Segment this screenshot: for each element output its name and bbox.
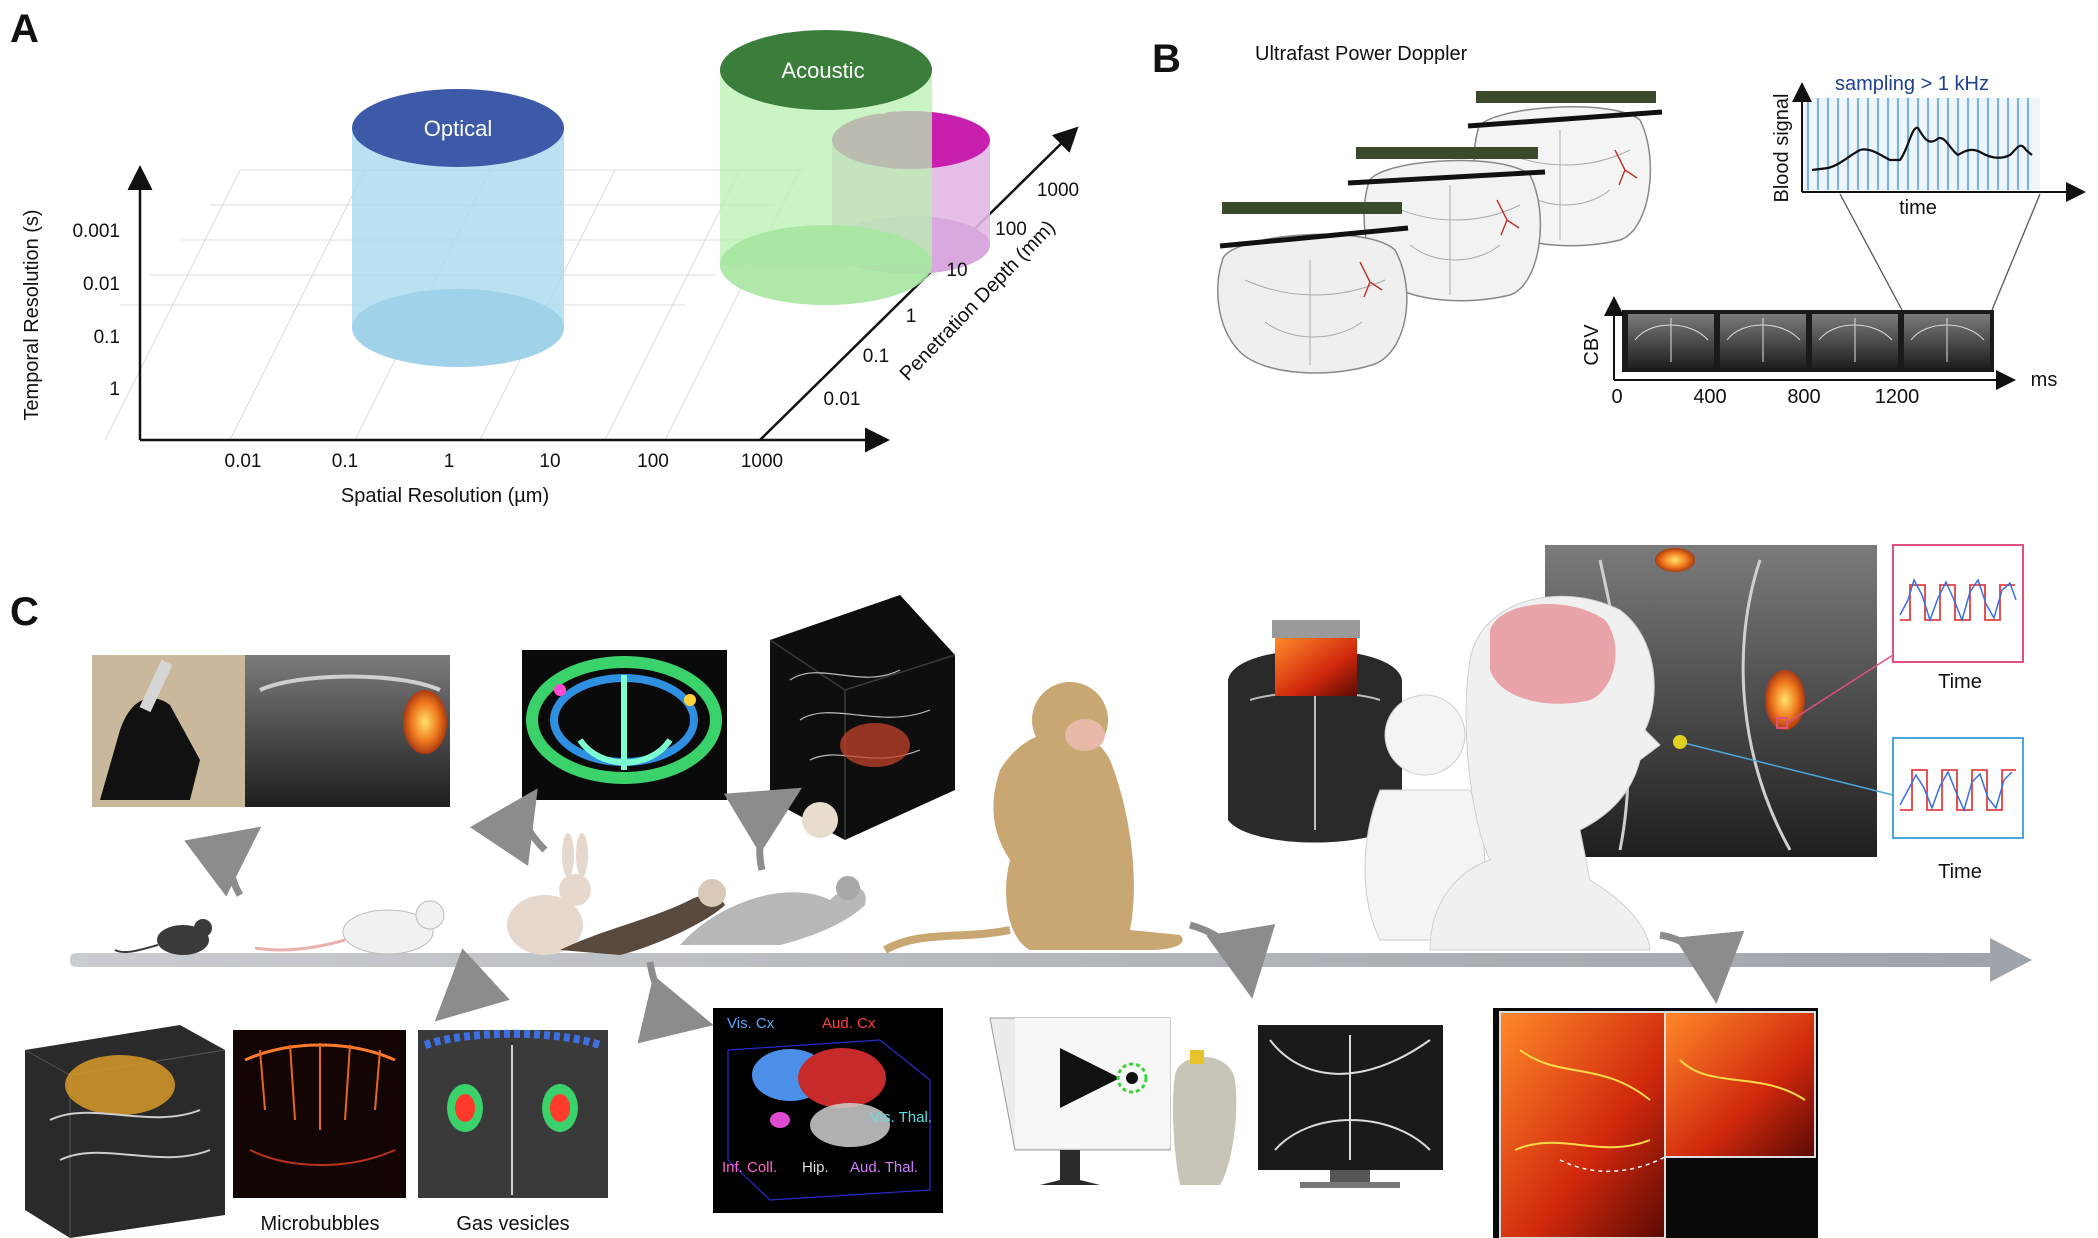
transducer-bar xyxy=(1356,147,1538,159)
z-tick: 1 xyxy=(906,306,917,327)
species-timeline-arrow xyxy=(70,938,2032,982)
microbubbles-caption: Microbubbles xyxy=(261,1213,380,1235)
x-tick: 1 xyxy=(444,451,455,472)
pigeon-3d-vasculature xyxy=(769,595,956,840)
x-tick: 10 xyxy=(539,451,560,472)
transducer-bar xyxy=(1222,202,1402,214)
mouse-imaging-photo xyxy=(92,655,450,807)
y-tick: 0.01 xyxy=(83,274,120,295)
cbv-tick: 1200 xyxy=(1875,386,1920,408)
x-tick: 1000 xyxy=(741,451,783,472)
trace-box-top xyxy=(1892,544,2024,663)
panel-a-z-ticks: 0.01 0.1 1 10 100 1000 xyxy=(824,180,1080,410)
y-tick: 0.001 xyxy=(72,221,120,242)
acoustic-label: Acoustic xyxy=(781,58,864,83)
panel-a-x-ticks: 0.01 0.1 1 10 100 1000 xyxy=(225,451,784,472)
ms-label: ms xyxy=(2031,369,2058,391)
cbv-filmstrip xyxy=(1604,296,2016,390)
region-label: Aud. Thal. xyxy=(850,1159,918,1176)
gas-vesicles-image xyxy=(418,1029,608,1198)
ferret-silhouette xyxy=(560,879,726,955)
trace-box-bottom xyxy=(1892,737,2024,839)
acoustic-cylinder xyxy=(720,30,932,305)
microbubbles-image xyxy=(233,1030,406,1198)
panel-c-letter: C xyxy=(10,590,39,634)
ferret-region-atlas xyxy=(713,1008,943,1213)
panel-a-letter: A xyxy=(10,7,39,51)
pigeon-silhouette xyxy=(680,876,866,945)
sampling-label: sampling > 1 kHz xyxy=(1835,73,1989,95)
brain-slice xyxy=(1217,202,1409,374)
z-tick: 0.1 xyxy=(863,346,889,367)
z-tick: 0.01 xyxy=(824,389,861,410)
time-label: Time xyxy=(1938,671,1982,693)
gas-vesicles-caption: Gas vesicles xyxy=(456,1213,569,1235)
x-tick: 0.1 xyxy=(332,451,358,472)
z-tick: 1000 xyxy=(1037,180,1079,201)
cbv-tick: 800 xyxy=(1787,386,1820,408)
adult-human-silhouette xyxy=(1429,595,1687,951)
z-tick: 100 xyxy=(995,219,1027,240)
region-label: Inf. Coll. xyxy=(722,1159,777,1176)
region-label: Hip. xyxy=(802,1159,829,1176)
ferret-coronal-map xyxy=(522,650,727,800)
brain-slice xyxy=(1347,147,1546,302)
cbv-axis-label: CBV xyxy=(1581,324,1603,366)
x-tick: 100 xyxy=(637,451,669,472)
acoustic-cylinder-top xyxy=(720,30,932,110)
human-vascular-images xyxy=(1493,1008,1818,1238)
cbv-tick: 0 xyxy=(1611,386,1622,408)
time-label: Time xyxy=(1938,861,1982,883)
rat-silhouette xyxy=(254,900,445,955)
x-axis-label: Spatial Resolution (µm) xyxy=(341,485,549,507)
blood-signal-axis-label: Blood signal xyxy=(1771,94,1793,203)
macaque-task-setup xyxy=(989,1017,1443,1188)
connector-arrows xyxy=(184,787,1745,1044)
transducer-bar xyxy=(1476,91,1656,103)
roi-connector xyxy=(1786,654,1894,724)
x-tick: 0.01 xyxy=(225,451,262,472)
optical-label: Optical xyxy=(424,116,492,141)
doppler-title: Ultrafast Power Doppler xyxy=(1255,43,1468,65)
region-label: Vis. Thal. xyxy=(870,1109,932,1126)
optical-cylinder-top xyxy=(352,89,564,167)
region-label: Aud. Cx xyxy=(822,1015,876,1032)
mouse-3d-volume xyxy=(24,1025,226,1238)
zoom-connector xyxy=(1839,193,1903,311)
region-label: Vis. Cx xyxy=(727,1015,775,1032)
mouse-silhouette xyxy=(114,919,212,955)
y-tick: 0.1 xyxy=(94,327,120,348)
z-tick: 10 xyxy=(946,260,967,281)
y-axis-label: Temporal Resolution (s) xyxy=(21,209,43,420)
optical-cylinder xyxy=(352,89,564,367)
blood-signal-plot xyxy=(1792,82,2086,202)
panel-a-y-ticks: 0.001 0.01 0.1 1 xyxy=(72,221,120,400)
y-tick: 1 xyxy=(109,379,120,400)
cbv-tick: 400 xyxy=(1693,386,1726,408)
roi-connector xyxy=(1679,741,1894,796)
macaque-silhouette xyxy=(883,682,1183,954)
rabbit-silhouette xyxy=(507,833,591,955)
brain-slice-stack xyxy=(1217,91,1663,374)
zoom-connector xyxy=(1991,193,2041,311)
time-label: time xyxy=(1899,197,1937,219)
panel-b-letter: B xyxy=(1152,37,1181,81)
